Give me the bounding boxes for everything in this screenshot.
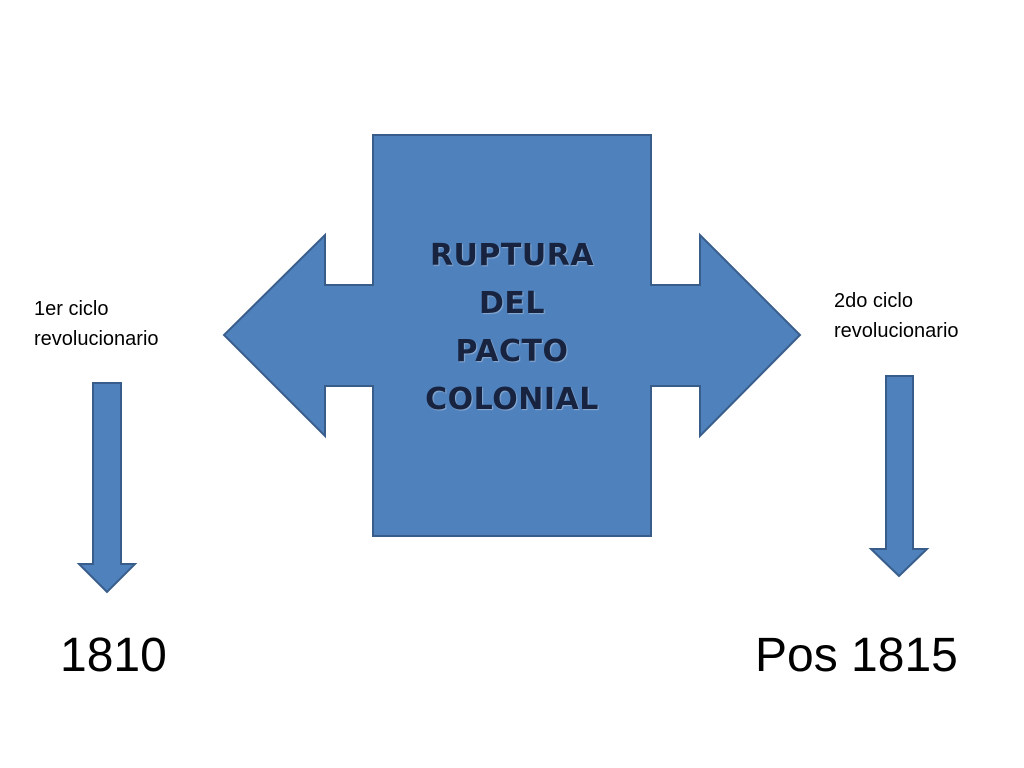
center-title-line: COLONIAL — [425, 382, 599, 417]
center-title-line: RUPTURA — [429, 238, 595, 273]
right-down-arrow — [868, 375, 930, 578]
second-cycle-label: 2do ciclo revolucionario — [834, 290, 959, 342]
center-title-line: PACTO — [455, 334, 569, 369]
year-post-1815: Pos 1815 — [755, 629, 958, 682]
first-cycle-label: 1er ciclo revolucionario — [34, 298, 159, 350]
center-title: RUPTURA DEL PACTO COLONIAL — [372, 232, 652, 424]
left-down-arrow — [76, 382, 138, 594]
left-right-arrow-callout — [222, 134, 802, 537]
center-title-line: DEL — [478, 286, 545, 321]
year-1810: 1810 — [60, 629, 167, 682]
